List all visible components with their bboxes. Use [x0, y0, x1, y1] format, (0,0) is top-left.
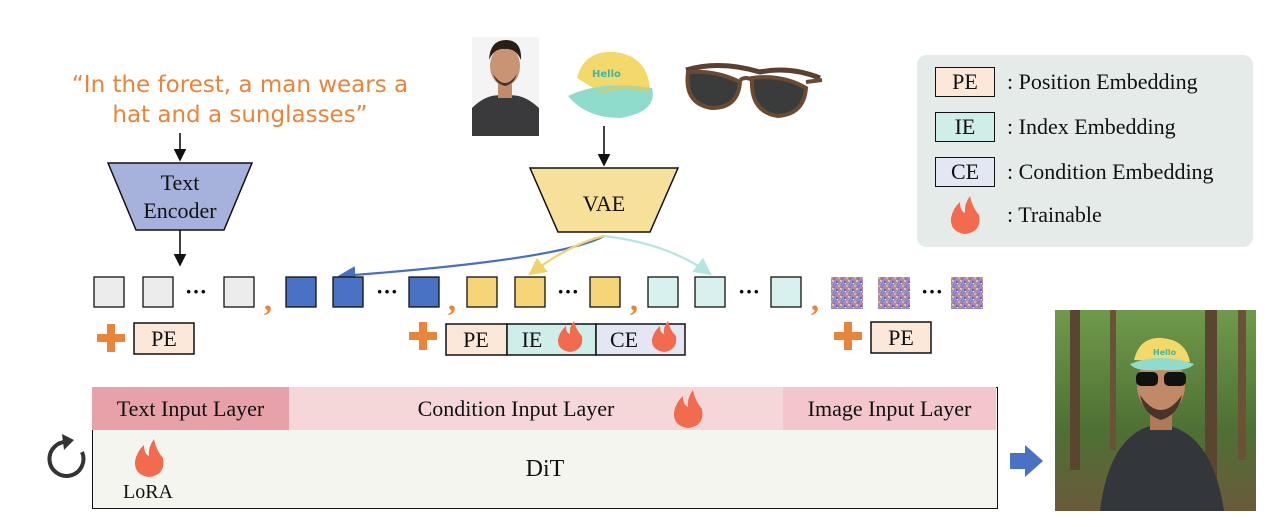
legend-key-pe: PE — [935, 67, 995, 97]
cond-ie-label: IE — [522, 327, 543, 352]
vae-to-glasses-tokens-arrow — [603, 234, 712, 276]
legend: PE : Position Embedding IE : Index Embed… — [917, 55, 1253, 247]
portrait-token — [408, 276, 440, 308]
text-encoder-label-1: Text — [161, 170, 200, 195]
portrait-photo — [472, 37, 539, 136]
token-separator: , — [448, 281, 456, 317]
glasses-token — [647, 276, 679, 308]
text-encoder: Text Encoder — [106, 162, 254, 231]
legend-text-trainable: : Trainable — [1007, 202, 1102, 227]
output-photo: Hello — [1055, 310, 1256, 511]
text-token — [93, 276, 125, 308]
condition-input-layer-label: Condition Input Layer — [417, 395, 615, 421]
flame-icon — [651, 321, 677, 352]
vae-encoder: VAE — [528, 167, 680, 233]
svg-text:Hello: Hello — [592, 69, 621, 80]
portrait-token — [285, 276, 317, 308]
legend-item-ie: IE : Index Embedding — [935, 112, 1176, 142]
legend-item-pe: PE : Position Embedding — [935, 67, 1198, 97]
cond-ie-box — [506, 323, 597, 356]
dit-label: DiT — [525, 456, 565, 482]
cond-pe-label: PE — [463, 327, 489, 352]
portrait-token — [332, 276, 364, 308]
text-input-layer: Text Input Layer — [92, 387, 289, 430]
cap-photo: Hello — [568, 51, 653, 118]
prompt-line-1: “In the forest, a man wears a — [71, 72, 409, 98]
lora-label: LoRA — [123, 481, 173, 503]
plus-icon — [97, 324, 125, 352]
image-pe-label: PE — [888, 325, 914, 350]
cap-token — [466, 276, 498, 308]
token-ellipsis: ··· — [185, 279, 207, 304]
input-layers: Text Input Layer Condition Input Layer I… — [92, 387, 998, 430]
noise-token — [878, 277, 910, 309]
token-ellipsis: ··· — [921, 279, 943, 304]
text-pe-label: PE — [151, 326, 177, 351]
token-row: ··· , ··· , ··· , ··· , ··· — [93, 276, 983, 317]
token-ellipsis: ··· — [557, 279, 579, 304]
noise-token — [831, 277, 863, 309]
flame-icon — [673, 390, 703, 428]
glasses-token — [770, 276, 802, 308]
legend-item-ce: CE : Condition Embedding — [935, 157, 1214, 187]
condition-input-layer: Condition Input Layer — [289, 387, 783, 430]
image-input-layer: Image Input Layer — [783, 387, 996, 430]
vae-to-image-tokens-arrow — [337, 235, 605, 284]
token-ellipsis: ··· — [376, 279, 398, 304]
cap-token — [589, 276, 621, 308]
flame-icon — [557, 321, 583, 352]
glasses-token — [694, 276, 726, 308]
vae-to-cap-tokens-arrow — [528, 234, 605, 276]
cap-token — [514, 276, 546, 308]
flame-icon — [950, 196, 980, 234]
text-encoder-label-2: Encoder — [143, 198, 217, 223]
noise-token — [951, 277, 983, 309]
legend-text-ce: : Condition Embedding — [1007, 159, 1214, 184]
token-ellipsis: ··· — [738, 279, 760, 304]
text-token — [223, 276, 255, 308]
flame-icon — [134, 439, 164, 477]
text-prompt: “In the forest, a man wears a hat and a … — [40, 70, 440, 130]
vae-label: VAE — [583, 191, 625, 216]
token-separator: , — [630, 281, 638, 317]
plus-icon — [834, 322, 862, 350]
legend-key-ie: IE — [935, 112, 995, 142]
sunglasses-photo — [685, 62, 823, 119]
refresh-icon — [47, 434, 86, 478]
image-pe-box — [870, 321, 932, 354]
arrow-right-icon — [1010, 445, 1043, 477]
prompt-line-2: hat and a sunglasses” — [112, 102, 368, 128]
plus-icon — [409, 322, 437, 350]
legend-key-ce: CE — [935, 157, 995, 187]
embedding-row: PE PE IE CE PE — [97, 321, 932, 356]
cond-ce-label: CE — [610, 327, 638, 352]
text-token — [142, 276, 174, 308]
svg-text:Hello: Hello — [1153, 348, 1177, 357]
text-pe-box — [133, 322, 195, 355]
token-separator: , — [811, 281, 819, 317]
legend-text-ie: : Index Embedding — [1007, 114, 1176, 139]
legend-text-pe: : Position Embedding — [1007, 69, 1198, 94]
legend-item-trainable: : Trainable — [935, 196, 1102, 234]
token-separator: , — [264, 281, 272, 317]
